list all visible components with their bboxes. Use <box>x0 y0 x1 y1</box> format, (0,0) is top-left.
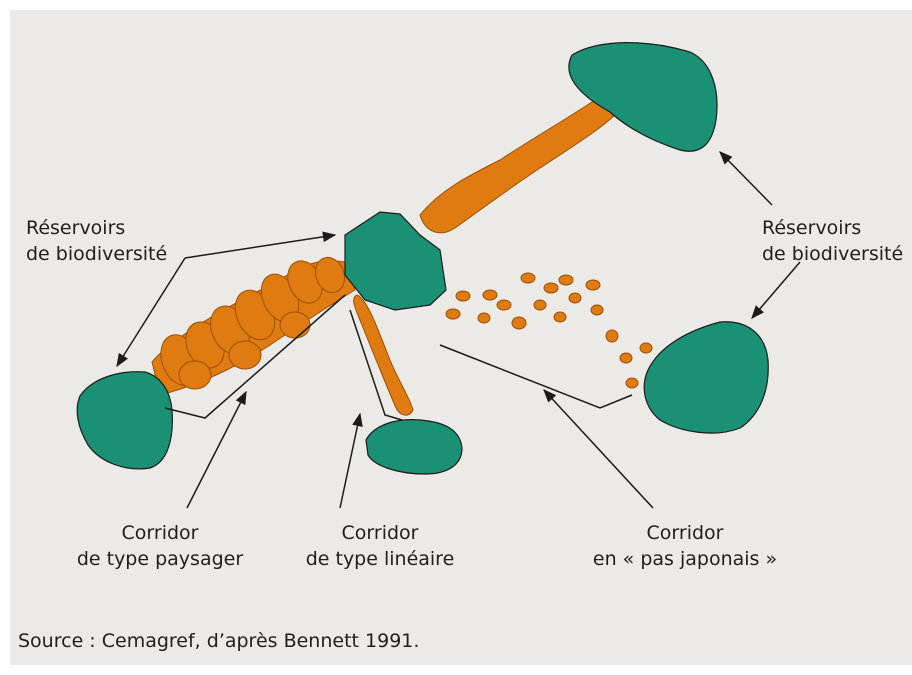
label-reservoirs-left: Réservoirs de biodiversité <box>26 215 167 267</box>
linear-corridor-long <box>420 95 619 233</box>
landscape-corridor <box>152 253 355 395</box>
label-line: Corridor <box>570 520 800 546</box>
label-reservoirs-right: Réservoirs de biodiversité <box>762 215 903 267</box>
label-line: de biodiversité <box>762 241 903 267</box>
label-line: de type paysager <box>50 546 270 572</box>
label-line: de biodiversité <box>26 241 167 267</box>
linear-corridor-small <box>354 295 413 415</box>
arrow-corridor-paysager <box>187 392 246 508</box>
label-line: Réservoirs <box>26 215 167 241</box>
reservoir-bottom <box>366 420 462 474</box>
reservoir-right <box>644 322 768 433</box>
label-corridor-paysager: Corridor de type paysager <box>50 520 270 572</box>
label-line: Réservoirs <box>762 215 903 241</box>
label-line: de type linéaire <box>280 546 480 572</box>
source-caption: Source : Cemagref, d’après Bennett 1991. <box>18 628 419 654</box>
label-line: en « pas japonais » <box>570 546 800 572</box>
arrow-corridor-lineaire <box>340 414 360 508</box>
diagram-panel: Réservoirs de biodiversité Réservoirs de… <box>10 10 912 665</box>
arrow-to-right-reservoir <box>752 262 800 318</box>
arrow-to-center-reservoir <box>185 235 335 258</box>
label-line: Corridor <box>50 520 270 546</box>
label-line: Corridor <box>280 520 480 546</box>
stepping-stones <box>446 273 652 388</box>
bracket-japonais <box>440 345 632 408</box>
label-corridor-lineaire: Corridor de type linéaire <box>280 520 480 572</box>
reservoir-top-right <box>569 43 717 152</box>
reservoir-left <box>77 372 172 469</box>
arrow-to-top-right-reservoir <box>720 152 772 205</box>
label-corridor-japonais: Corridor en « pas japonais » <box>570 520 800 572</box>
